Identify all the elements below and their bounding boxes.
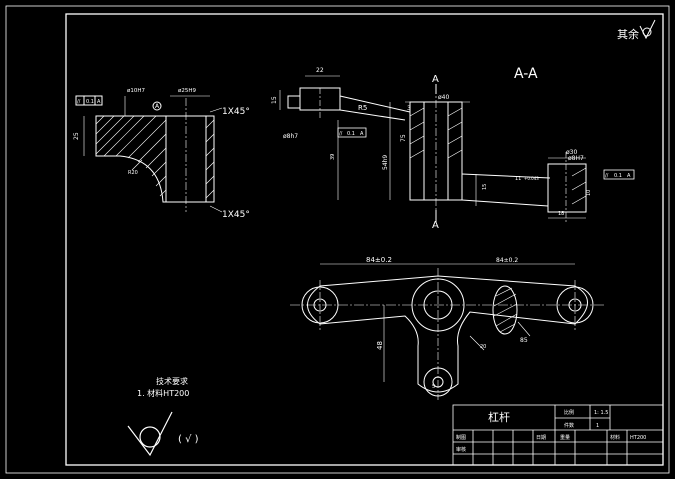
dim-radius: R5 <box>358 104 367 112</box>
dim-right-fit: ø8H7 <box>568 155 584 162</box>
dim-boss-dia: ø40 <box>438 94 449 101</box>
title-block <box>452 404 664 466</box>
left-tol-value: 0.1 <box>86 99 94 105</box>
left-tol-datum: A <box>97 99 101 105</box>
roughness-label: 其余 <box>617 27 639 41</box>
drawn-label: 制图 <box>456 434 466 441</box>
section-tol-symbol: // <box>339 131 343 137</box>
dim-85: 85 <box>520 337 528 344</box>
right-tol-symbol: // <box>605 173 609 179</box>
dim-left-small: ø8h7 <box>283 133 298 140</box>
checked-label: 审核 <box>456 446 466 453</box>
left-fit-bore: ø25H9 <box>178 88 196 94</box>
section-hatch <box>409 107 463 159</box>
plan-hatch <box>493 287 518 333</box>
tech-heading: 技术要求 <box>156 376 188 386</box>
section-tol-value: 0.1 <box>347 131 355 137</box>
plan-view <box>290 263 605 400</box>
section-marker-top: A <box>432 74 439 85</box>
left-view-labels: // 0.1 A ø10H7 ø25H9 A 1X45° 1X45° 25 R2… <box>73 88 250 220</box>
dim-right-h: +0.043 <box>524 176 539 181</box>
roughness-symbol-icon <box>639 19 656 40</box>
section-marker-bottom: A <box>432 220 439 231</box>
chamfer-bottom: 1X45° <box>222 210 250 220</box>
dim-right-11: 11 <box>515 176 521 182</box>
dim-48: 48 <box>376 341 384 350</box>
dim-3: 3 <box>407 105 411 112</box>
dim-left-height: 15 <box>271 96 278 104</box>
inner-frame <box>65 13 664 466</box>
chamfer-top: 1X45° <box>222 107 250 117</box>
dim-20: 20 <box>480 344 486 350</box>
left-height: 25 <box>73 132 80 140</box>
material-value: HT200 <box>630 435 646 441</box>
dim-left-84: 84±0.2 <box>366 256 392 264</box>
date-label: 日期 <box>536 435 546 441</box>
section-tol-datum: A <box>360 131 364 137</box>
dim-54: 54h9 <box>382 155 389 170</box>
roughness-large-icon <box>127 411 173 457</box>
dim-right-18: 18 <box>558 211 564 217</box>
datum-a-circle <box>152 101 162 111</box>
dim-top-width: 22 <box>316 67 324 74</box>
qty-value: 1 <box>596 423 599 429</box>
left-radius: R20 <box>128 170 138 176</box>
dim-right-dia: ø30 <box>566 149 577 156</box>
dim-right-84: 84±0.2 <box>496 257 518 264</box>
hatch-left <box>95 115 167 197</box>
right-tolerance-frame <box>603 169 635 180</box>
part-name: 杠杆 <box>488 410 510 424</box>
section-view-labels: A A 22 15 R5 3 ø40 ø8h7 // 0.1 A 75 54h9… <box>271 67 631 231</box>
scale-value: 1: 1.5 <box>594 410 608 416</box>
scale-label: 比例 <box>564 409 574 416</box>
hatch-right <box>205 119 215 199</box>
dim-5: 5 <box>432 384 435 390</box>
symbol-note: ( √ ) <box>178 434 199 445</box>
dim-right-15: 15 <box>482 184 488 190</box>
weight-label: 重量 <box>560 434 570 441</box>
material-label: 材料 <box>610 434 620 441</box>
dim-39: 39 <box>330 154 336 160</box>
title-block-text: 杠杆 比例 1: 1.5 件数 1 制图 审核 日期 重量 材料 HT200 <box>456 409 646 453</box>
qty-label: 件数 <box>564 422 574 429</box>
left-view <box>75 95 223 213</box>
plan-view-labels: 84±0.2 84±0.2 48 85 20 5 <box>366 256 528 390</box>
tech-item-1: 1. 材料HT200 <box>137 388 189 398</box>
dim-right-10: 10 <box>586 190 592 196</box>
left-tol-symbol: // <box>77 99 81 105</box>
right-tol-value: 0.1 <box>614 173 622 179</box>
left-tolerance-frame <box>75 95 103 106</box>
outer-frame <box>5 5 670 474</box>
roughness-note: 其余 <box>617 19 656 41</box>
right-tol-datum: A <box>627 173 631 179</box>
tech-requirements: 技术要求 1. 材料HT200 <box>137 376 189 398</box>
left-datum: A <box>155 103 160 110</box>
section-view <box>279 75 635 224</box>
left-fit-top: ø10H7 <box>127 88 145 94</box>
section-title: A-A <box>514 66 538 82</box>
dim-75: 75 <box>400 134 407 142</box>
